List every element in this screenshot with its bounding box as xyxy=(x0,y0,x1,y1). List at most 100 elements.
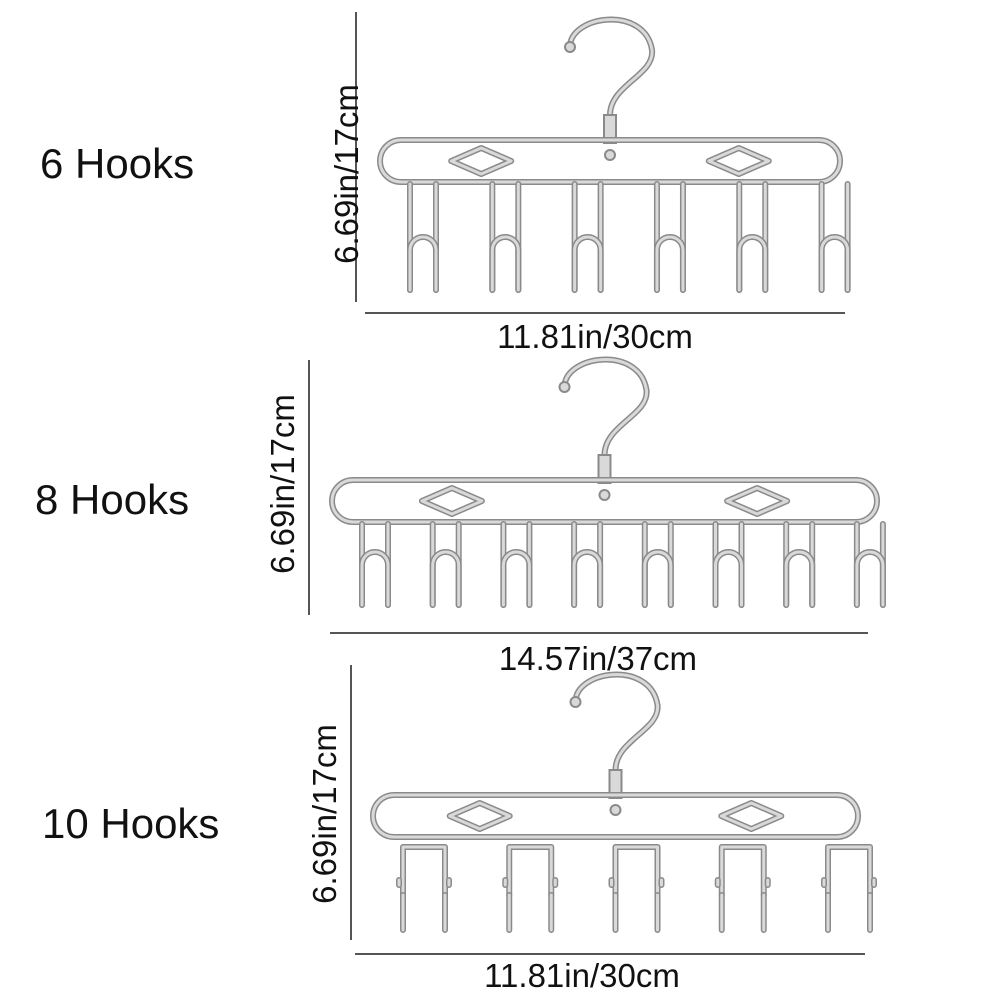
hook-frame-highlight xyxy=(401,845,447,897)
hook-u xyxy=(736,234,769,293)
hook-leg xyxy=(400,892,448,933)
hook-u-highlight xyxy=(714,550,743,607)
hook-arm-highlight xyxy=(784,522,814,607)
bar-rivet xyxy=(609,804,622,816)
hook-frame xyxy=(612,844,661,898)
hook-barb-highlight xyxy=(822,878,876,887)
hook-u-highlight xyxy=(573,235,603,292)
hanger-illustration xyxy=(377,16,851,293)
hanger-illustration xyxy=(370,671,877,933)
hook-barb-highlight xyxy=(610,878,663,887)
hook-u xyxy=(653,234,686,293)
hook-arm xyxy=(571,521,604,608)
hook-arm-highlight xyxy=(501,522,531,607)
width-dimension-line xyxy=(355,953,865,955)
hook-arm xyxy=(641,521,674,608)
hook-u-highlight xyxy=(737,235,767,292)
diamond-ornament xyxy=(418,485,485,517)
hook-u xyxy=(429,549,462,608)
hook-frame xyxy=(718,844,767,898)
hook-u xyxy=(641,549,674,608)
hook-u xyxy=(712,549,745,608)
hook-frame-highlight xyxy=(720,845,766,897)
hook-arm xyxy=(712,521,745,608)
hook-arm xyxy=(500,521,533,608)
hook-arm xyxy=(783,521,816,608)
hook-arm-highlight xyxy=(643,522,673,607)
diamond-ornament-highlight xyxy=(707,146,771,176)
width-dimension-line xyxy=(365,312,845,314)
height-dimension-line xyxy=(355,12,357,302)
hook-u-highlight xyxy=(820,235,850,292)
width-dimension-label: 14.57in/37cm xyxy=(498,640,698,677)
hook-frame xyxy=(825,844,873,898)
hook-u xyxy=(818,234,851,293)
hook-barb xyxy=(502,877,559,888)
hook-u-highlight xyxy=(784,550,814,607)
height-dimension-label: 6.69in/17cm xyxy=(264,394,301,574)
hook-arm xyxy=(429,521,462,608)
diamond-ornament xyxy=(448,145,515,177)
hook-u-highlight xyxy=(431,550,461,607)
diamond-ornament xyxy=(446,800,513,832)
hook-u xyxy=(853,549,886,608)
diamond-ornament-highlight xyxy=(719,801,783,831)
diamond-ornament xyxy=(718,800,785,832)
hook-count-label: 10 Hooks xyxy=(42,800,220,847)
hook-leg-highlight xyxy=(401,893,447,932)
hook-leg-highlight xyxy=(720,893,766,932)
hook-u xyxy=(571,234,604,293)
hook-barb xyxy=(821,877,877,888)
hook-u-highlight xyxy=(655,235,685,292)
hook-tip xyxy=(558,381,571,393)
diamond-ornament-highlight xyxy=(448,801,512,831)
hook-barb-highlight xyxy=(716,878,770,887)
hook-frame-highlight xyxy=(614,845,659,897)
hook-barb-highlight xyxy=(397,878,451,887)
diamond-ornament-highlight xyxy=(449,146,513,176)
width-dimension-line xyxy=(330,632,868,634)
hook-leg-highlight xyxy=(826,893,872,932)
hook-leg-highlight xyxy=(614,893,659,932)
hook-frame-highlight xyxy=(507,845,553,897)
diamond-ornament-highlight xyxy=(420,486,484,516)
hook-barb xyxy=(396,877,452,888)
hook-arm-highlight xyxy=(360,522,390,607)
hook-u xyxy=(500,549,533,608)
hook-u xyxy=(783,549,816,608)
hook-leg xyxy=(506,892,555,933)
hook-count-label: 6 Hooks xyxy=(40,140,195,187)
hook-u-highlight xyxy=(360,550,390,607)
hook-u xyxy=(407,234,439,293)
top-hook-highlight xyxy=(563,358,649,482)
hook-arm-highlight xyxy=(714,522,743,607)
hook-u xyxy=(489,234,522,293)
hook-arm xyxy=(359,521,391,608)
width-dimension-label: 11.81in/30cm xyxy=(497,318,693,355)
hook-count-label: 8 Hooks xyxy=(35,476,190,523)
hook-u-highlight xyxy=(490,235,520,292)
hook-leg xyxy=(718,892,767,933)
hanger-bar-highlight xyxy=(378,138,842,184)
hook-leg xyxy=(612,892,661,933)
hook-u-highlight xyxy=(572,550,602,607)
diamond-ornament xyxy=(705,145,772,177)
hanger-illustration xyxy=(329,356,886,608)
hook-frame xyxy=(400,844,448,898)
hook-u-highlight xyxy=(855,550,885,607)
hook-frame xyxy=(506,844,555,898)
width-dimension-label: 11.81in/30cm xyxy=(484,957,680,994)
hook-u-highlight xyxy=(408,235,438,292)
hook-barb-highlight xyxy=(503,878,557,887)
height-dimension-line xyxy=(350,665,352,940)
hook-u-highlight xyxy=(643,550,673,607)
height-dimension-line xyxy=(308,360,310,615)
hanger-bar-highlight xyxy=(330,478,879,524)
hook-frame-highlight xyxy=(826,845,872,897)
hook-leg xyxy=(825,892,873,933)
hook-leg-highlight xyxy=(507,893,553,932)
hook-barb xyxy=(714,877,771,888)
hanger-bar-highlight xyxy=(371,793,860,839)
diamond-ornament-highlight xyxy=(725,486,789,516)
top-hook-highlight xyxy=(574,673,660,797)
